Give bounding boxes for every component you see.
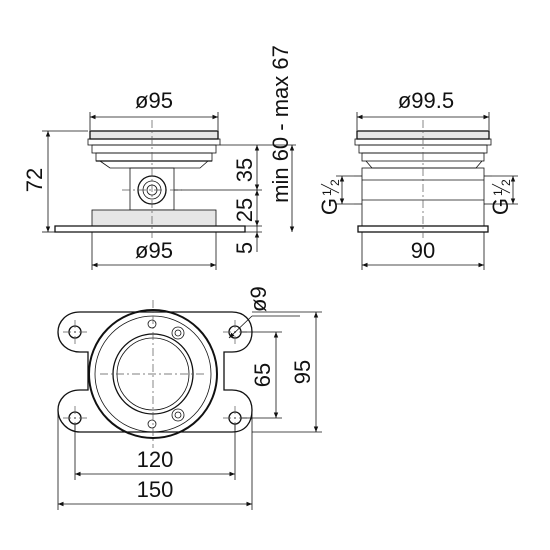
- front-total-height: 72: [22, 168, 47, 192]
- plan-hole-spacing-x: 120: [137, 447, 174, 472]
- front-lower-height: 25: [232, 198, 257, 222]
- plan-outer-width: 150: [137, 477, 174, 502]
- plan-view: ø9 65 95 120 150: [57, 286, 322, 510]
- plan-outer-height: 95: [290, 360, 315, 384]
- plan-hole-spacing-y: 65: [250, 363, 275, 387]
- svg-text:2: 2: [499, 179, 513, 186]
- side-view: ø99.5 90 G 1 2 G 1 2: [317, 88, 518, 270]
- thread-label-right: G 1 2: [488, 179, 513, 215]
- svg-text:G: G: [317, 198, 342, 215]
- thread-label-left: G 1 2: [317, 179, 342, 215]
- svg-text:2: 2: [328, 179, 342, 186]
- front-plate-thickness: 5: [232, 242, 257, 254]
- svg-text:1: 1: [320, 189, 334, 196]
- front-view: ø95 ø95 72 35 25 5 min 60 - max 67: [22, 45, 296, 270]
- side-top-diameter: ø99.5: [398, 88, 454, 113]
- side-base-width: 90: [411, 238, 435, 263]
- front-install-range: min 60 - max 67: [268, 45, 293, 203]
- front-base-diameter: ø95: [135, 238, 173, 263]
- svg-text:1: 1: [491, 189, 505, 196]
- front-top-diameter: ø95: [135, 88, 173, 113]
- plan-hole-diameter: ø9: [246, 286, 271, 312]
- svg-text:G: G: [488, 198, 513, 215]
- front-upper-height: 35: [232, 158, 257, 182]
